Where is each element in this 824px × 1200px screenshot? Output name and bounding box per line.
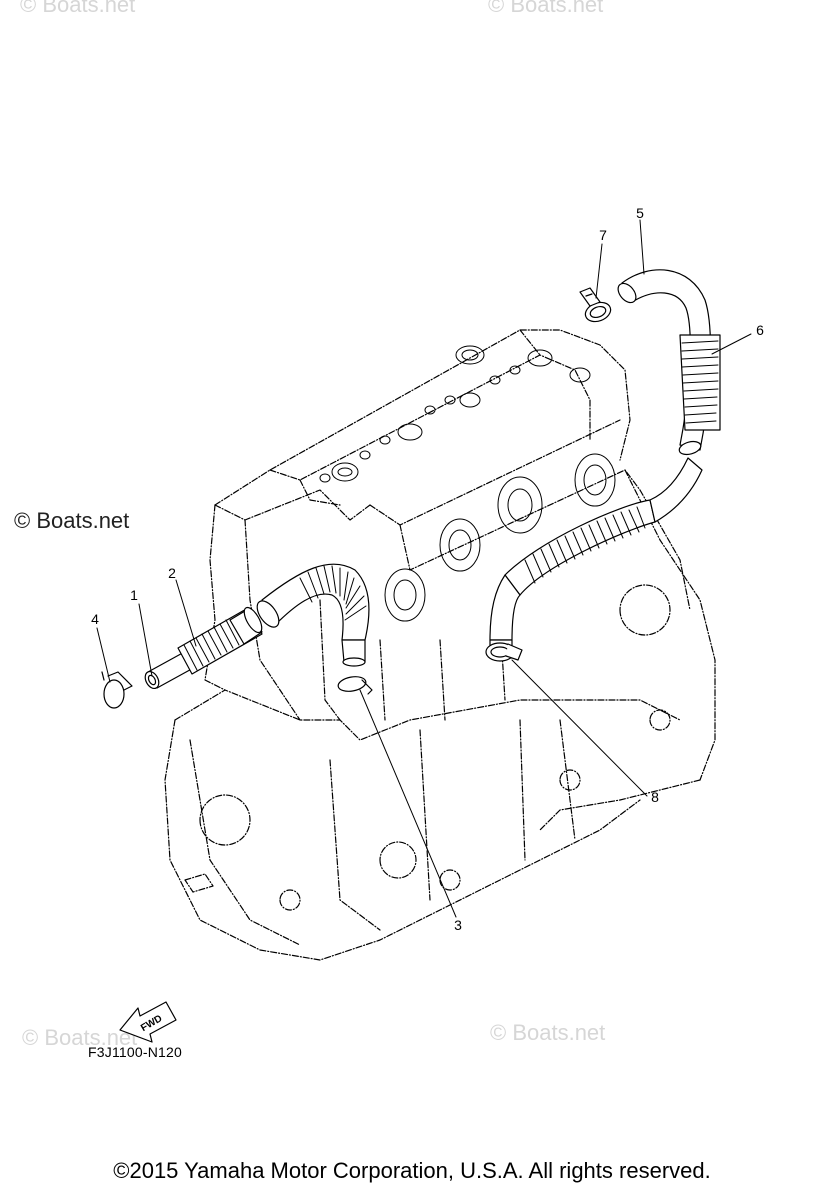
- cylinder-head-ports: [319, 345, 616, 622]
- copyright-notice: ©2015 Yamaha Motor Corporation, U.S.A. A…: [113, 1158, 711, 1183]
- callout-6: 6: [756, 322, 764, 338]
- watermark-main: © Boats.net: [14, 508, 130, 533]
- diagram-code: F3J1100-N120: [88, 1044, 182, 1060]
- engine-block: [164, 329, 716, 961]
- watermark-top-right: © Boats.net: [488, 0, 604, 17]
- part-3-clip: [337, 676, 373, 695]
- callout-2: 2: [168, 565, 176, 581]
- leader-lines: [96, 219, 752, 918]
- part-2-corrugated-hose: [177, 606, 263, 675]
- callout-4: 4: [91, 611, 99, 627]
- watermark-top-left: © Boats.net: [20, 0, 136, 17]
- part-7-hose-clamp: [579, 287, 612, 323]
- part-8-hose-clamp: [485, 642, 523, 662]
- callout-1: 1: [130, 587, 138, 603]
- elbow-hose-left: [256, 563, 370, 667]
- callout-8: 8: [651, 789, 659, 805]
- callout-5: 5: [636, 205, 644, 221]
- part-6-corrugated-sleeve: [679, 334, 721, 431]
- watermark-bottom-right: © Boats.net: [490, 1020, 606, 1045]
- callout-3: 3: [454, 917, 462, 933]
- fwd-arrow-icon: FWD: [119, 1001, 177, 1043]
- callout-7: 7: [599, 227, 607, 243]
- part-4-spring-clip: [101, 671, 133, 709]
- lower-corrugated-hose: [489, 457, 703, 659]
- watermark-bottom-left: © Boats.net: [22, 1025, 138, 1050]
